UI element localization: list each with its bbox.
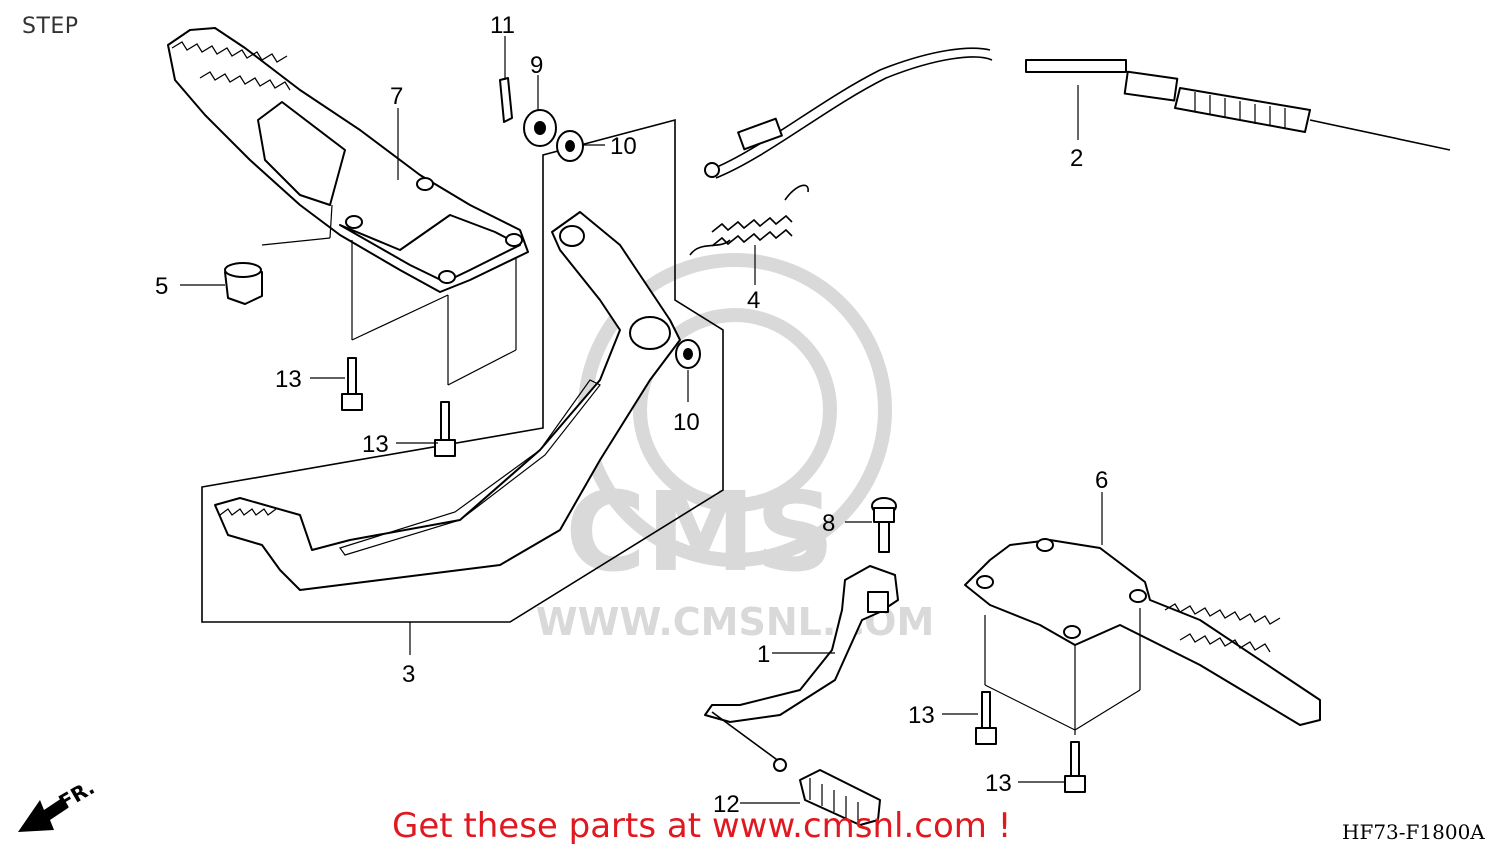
callout-13-a: 13 [275,366,302,393]
part-7-left-footpeg [167,27,529,293]
part-9-washer [523,109,557,147]
part-13-bolt-b [434,401,456,457]
callout-8: 8 [822,510,835,537]
callout-13-b: 13 [362,431,389,458]
part-1-brake-arm [704,565,899,772]
cmsnl-watermark: CMS WWW.CMSNL.COM [536,253,934,644]
callout-9: 9 [530,52,543,79]
part-13-bolt-d [1064,741,1086,793]
callout-10-lower: 10 [673,409,700,436]
part-3-brake-pedal [201,118,724,623]
callout-6: 6 [1095,467,1108,494]
part-5-rubber-plug [224,204,333,305]
watermark-inner-ring [633,308,837,512]
part-2-brake-cable [704,47,1451,179]
part-11-cotter-pin [499,77,513,123]
watermark-logo-text: CMS [565,468,834,596]
leader-lines [180,36,1141,804]
diagram-code: HF73-F1800A [1342,820,1485,844]
callout-5: 5 [155,273,168,300]
promo-text[interactable]: Get these parts at www.cmsnl.com ! [392,806,1012,846]
callout-11: 11 [490,12,515,39]
part-13-bolt-c [975,691,997,745]
part-8-bolt [871,497,897,553]
part-10-washer-upper [556,130,584,162]
callout-13-d: 13 [985,770,1012,797]
page-title: STEP [22,14,79,39]
callout-10-upper: 10 [610,133,637,160]
part-12-cover [799,769,881,826]
front-direction-arrow: FR. [18,775,99,832]
callout-labels: 1 2 3 4 5 6 7 8 9 10 10 11 12 13 13 13 1… [155,12,1108,818]
callout-2: 2 [1070,145,1083,172]
callout-13-c: 13 [908,702,935,729]
part-6-right-footpeg [964,538,1321,726]
callout-7: 7 [390,83,403,110]
callout-12: 12 [713,791,740,818]
part-10-washer-lower [675,339,701,369]
callout-1: 1 [757,641,770,668]
part-4-spring [689,184,809,256]
callout-4: 4 [747,287,760,314]
callout-3: 3 [402,661,415,688]
part-13-bolt-a [341,357,363,411]
